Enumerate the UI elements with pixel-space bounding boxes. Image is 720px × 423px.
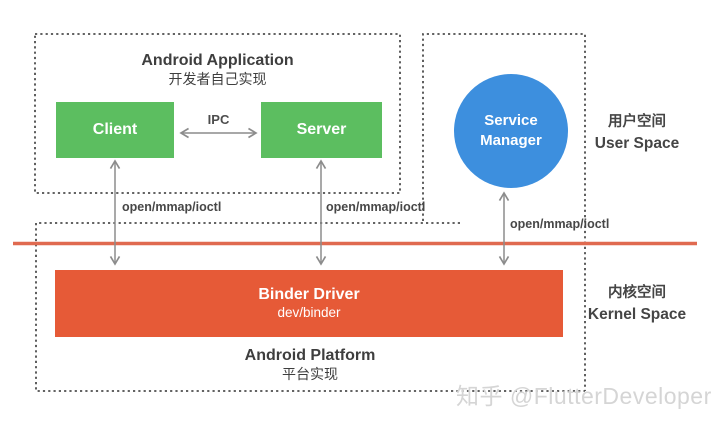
syscall-label-client: open/mmap/ioctl [122,200,222,214]
user-space-label-en: User Space [594,135,680,153]
service-manager-label-line1: Service [484,111,538,129]
android-application-border [34,33,401,194]
android-application-subtitle: 开发者自己实现 [168,71,267,88]
server-label: Server [296,121,347,138]
ipc-label: IPC [207,112,230,127]
kernel-space-label: 内核空间 Kernel Space [577,283,697,326]
syscall-label-server: open/mmap/ioctl [326,200,426,214]
binder-driver-title: Binder Driver [258,286,360,304]
android-platform-title: Android Platform [244,347,376,364]
user-space-label: 用户空间 User Space [577,112,697,155]
client-label: Client [92,121,138,138]
user-space-label-zh: 用户空间 [608,114,666,130]
syscall-label-service-manager: open/mmap/ioctl [510,217,610,231]
android-platform-border [35,222,585,392]
watermark: 知乎 @FlutterDeveloper [456,383,712,409]
android-platform-heading: Android Platform 平台实现 [35,347,585,384]
service-manager-circle: Service Manager [454,74,568,188]
service-manager-label-line2: Manager [480,132,542,149]
android-application-title: Android Application [141,52,294,69]
kernel-space-label-en: Kernel Space [587,306,687,324]
binder-driver-subtitle: dev/binder [277,305,341,321]
android-application-heading: Android Application 开发者自己实现 [35,52,400,89]
binder-driver-box: Binder Driver dev/binder [55,270,563,337]
server-box: Server [261,102,382,158]
kernel-space-label-zh: 内核空间 [608,285,666,301]
android-platform-subtitle: 平台实现 [282,366,338,383]
client-box: Client [56,102,174,158]
